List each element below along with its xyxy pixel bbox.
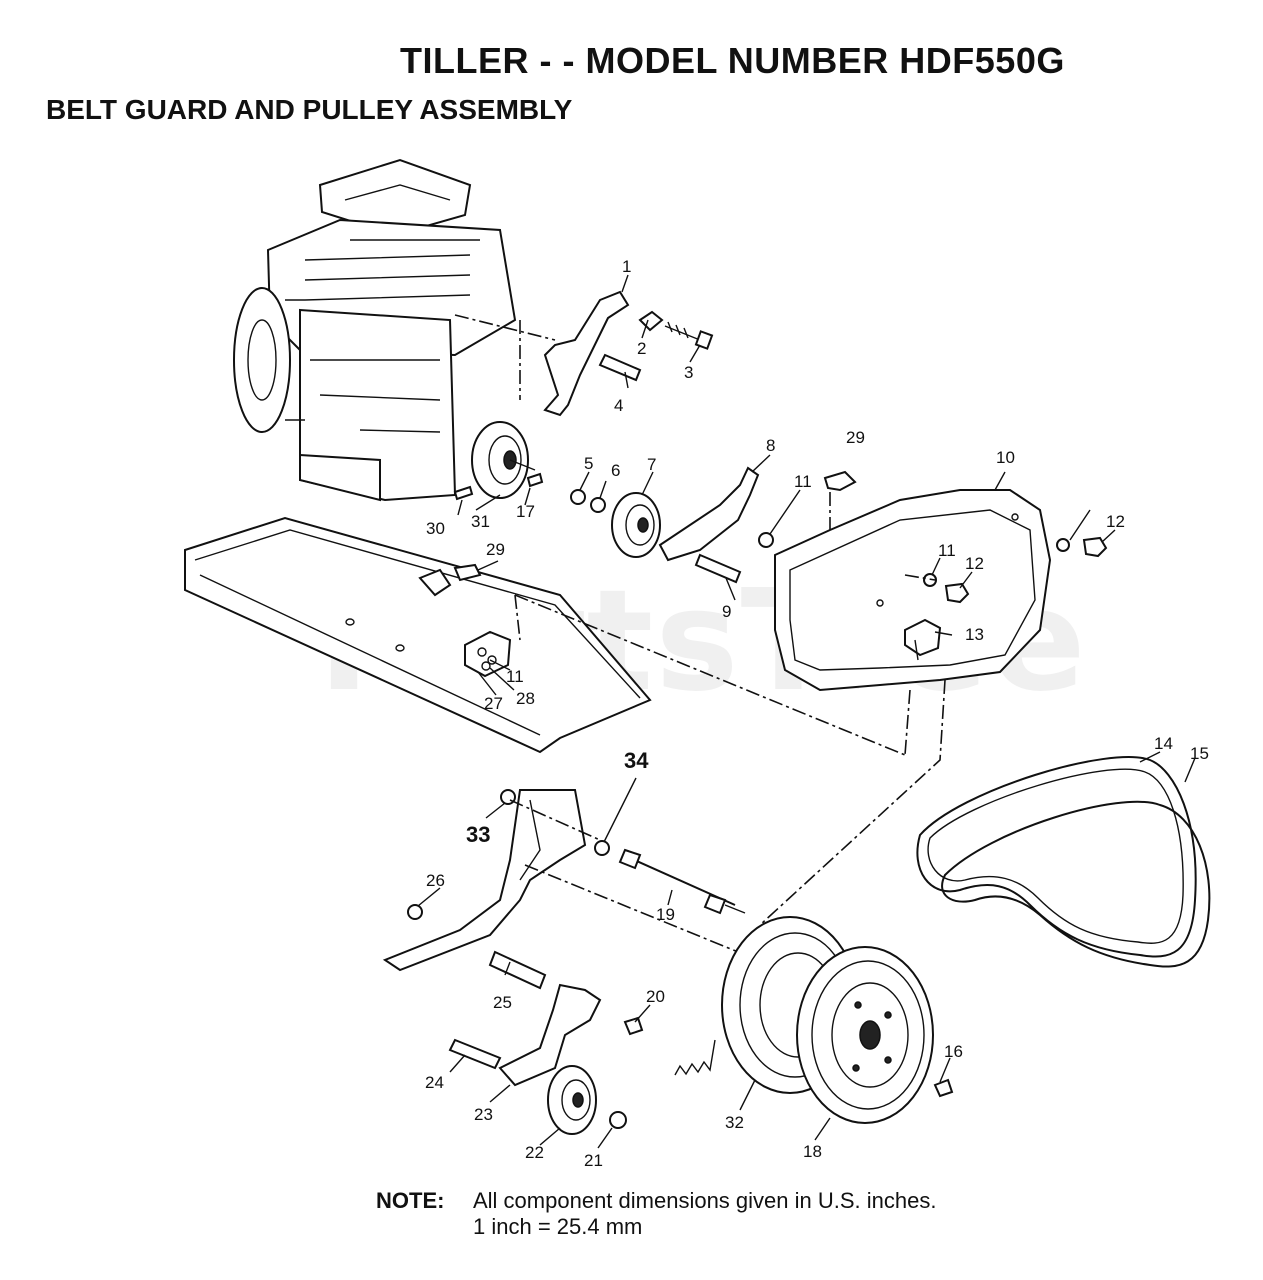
callout-32: 32 <box>725 1113 744 1132</box>
callout-24: 24 <box>425 1073 444 1092</box>
callout-17: 17 <box>516 502 535 521</box>
part-5-nut <box>570 489 586 505</box>
part-21-nut <box>609 1111 627 1129</box>
note-line-2: 1 inch = 25.4 mm <box>473 1214 643 1239</box>
part-3-bolt <box>664 321 714 350</box>
part-31-engine-pulley <box>471 421 536 499</box>
part-8-idler-bracket <box>658 466 760 562</box>
callout-11-a: 11 <box>794 472 812 491</box>
callout-5: 5 <box>584 454 593 473</box>
note-body: All component dimensions given in U.S. i… <box>473 1188 1033 1240</box>
part-15-belt <box>941 800 1211 968</box>
part-30-setscrew <box>453 485 474 501</box>
part-12-nut-right <box>1082 536 1108 558</box>
callout-20: 20 <box>646 987 665 1006</box>
part-13-knob <box>904 618 942 661</box>
frame-cover <box>184 516 652 754</box>
callout-34: 34 <box>624 748 649 773</box>
callout-12-right: 12 <box>1106 512 1125 531</box>
callout-4: 4 <box>614 396 623 415</box>
callout-12-mid: 12 <box>965 554 984 573</box>
part-29-clip <box>823 470 857 492</box>
callout-14: 14 <box>1154 734 1173 753</box>
callout-11-mid: 11 <box>938 541 956 560</box>
callout-29-left: 29 <box>486 540 505 559</box>
callout-7: 7 <box>647 455 656 474</box>
callout-22: 22 <box>525 1143 544 1162</box>
callout-31: 31 <box>471 512 490 531</box>
callout-15: 15 <box>1190 744 1209 763</box>
part-11-washer <box>758 532 774 548</box>
part-24-bolt <box>448 1038 502 1070</box>
part-6-washer <box>590 497 606 513</box>
engine-drawing <box>233 158 556 502</box>
callout-18: 18 <box>803 1142 822 1161</box>
callout-27: 27 <box>484 694 503 713</box>
part-11-washer-mid <box>923 573 937 587</box>
callout-19: 19 <box>656 905 675 924</box>
part-29-clip-left <box>453 563 482 582</box>
callout-23: 23 <box>474 1105 493 1124</box>
callout-6: 6 <box>611 461 620 480</box>
note-block: NOTE: All component dimensions given in … <box>376 1188 936 1239</box>
part-4-bolt <box>598 353 642 382</box>
part-11-washer-right <box>1056 538 1070 552</box>
part-1-bracket <box>543 290 664 417</box>
tine-shield-bracket <box>382 789 587 972</box>
callout-3: 3 <box>684 363 693 382</box>
part-10-belt-guard <box>774 489 1052 692</box>
part-bracket-frame <box>418 568 452 597</box>
spring <box>674 1039 716 1076</box>
leader-lines <box>417 274 1196 1149</box>
part-7-pulley <box>611 492 661 558</box>
callout-2: 2 <box>637 339 646 358</box>
callout-29-top: 29 <box>846 428 865 447</box>
diagram-title: TILLER - - MODEL NUMBER HDF550G <box>400 40 1065 81</box>
callout-10: 10 <box>996 448 1015 467</box>
part-19-shaft <box>618 848 746 915</box>
callout-30: 30 <box>426 519 445 538</box>
callout-labels: 1 2 3 4 5 6 7 8 29 10 11 12 31 17 30 9 1… <box>425 257 1209 1170</box>
part-34-washer <box>594 840 610 856</box>
callout-16: 16 <box>944 1042 963 1061</box>
note-label: NOTE: <box>376 1188 445 1213</box>
part-16-clip <box>933 1078 954 1098</box>
callout-26: 26 <box>426 871 445 890</box>
callout-9: 9 <box>722 602 731 621</box>
part-12-nut-mid <box>944 582 970 604</box>
part-9-bolt <box>694 553 742 584</box>
section-subtitle: BELT GUARD AND PULLEY ASSEMBLY <box>46 94 573 125</box>
callout-13: 13 <box>965 625 984 644</box>
part-18-large-pulley <box>796 946 934 1124</box>
callout-25: 25 <box>493 993 512 1012</box>
part-23-idler-arm <box>498 983 602 1087</box>
part-14-belt <box>916 756 1197 958</box>
callout-1: 1 <box>622 257 631 276</box>
part-20-clip <box>623 1016 644 1036</box>
callout-28: 28 <box>516 689 535 708</box>
note-line-1: All component dimensions given in U.S. i… <box>473 1188 937 1213</box>
part-17-key <box>526 472 544 488</box>
part-26-nut <box>407 904 423 920</box>
part-22-idler-pulley <box>547 1065 597 1135</box>
callout-21: 21 <box>584 1151 603 1170</box>
callout-8: 8 <box>766 436 775 455</box>
callout-33: 33 <box>466 822 490 847</box>
callout-11-left: 11 <box>506 667 524 686</box>
part-25-spacer <box>488 950 547 990</box>
